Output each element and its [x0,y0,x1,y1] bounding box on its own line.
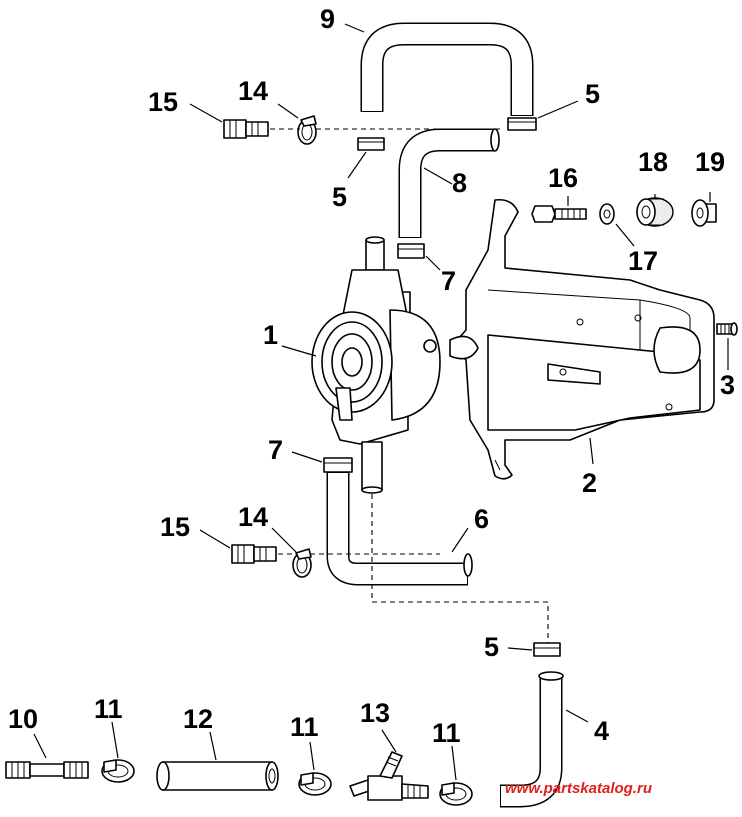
callout-5: 5 [585,79,600,109]
connector-10 [5,761,89,779]
callout-10: 10 [8,704,38,734]
clamp-11-left [101,759,135,783]
clip-5-upper-right [507,117,537,131]
callout-5: 5 [332,182,347,212]
watermark: www.partskatalog.ru [505,780,652,797]
clip-5-lower [533,642,561,657]
callout-14: 14 [238,502,268,532]
tee-fitting-13 [349,751,429,801]
callout-1: 1 [263,320,278,350]
callout-7: 7 [268,435,283,465]
callout-5: 5 [484,632,499,662]
hose-9 [360,22,534,116]
callout-labels: 9 5 15 14 5 8 16 18 19 17 7 1 3 2 7 6 15… [8,4,735,748]
screw-3 [716,322,738,336]
callout-17: 17 [628,246,658,276]
hose-6 [326,472,473,586]
clamp-11-right [439,782,473,806]
callout-11: 11 [290,712,319,742]
callout-12: 12 [183,704,213,734]
leader-lines [33,23,729,781]
routing-line [371,494,549,645]
callout-2: 2 [582,468,597,498]
callout-3: 3 [720,370,735,400]
bushing-19 [691,199,717,227]
callout-16: 16 [548,163,578,193]
clamp-11-middle [298,772,332,796]
callout-4: 4 [594,716,609,746]
pump-1 [311,236,441,494]
callout-18: 18 [638,147,668,177]
callout-19: 19 [695,147,725,177]
fitting-15-lower [231,544,277,564]
grommet-18 [636,197,674,227]
callout-6: 6 [474,504,489,534]
washer-17 [599,203,615,225]
callout-15: 15 [160,512,190,542]
callout-7: 7 [441,266,456,296]
callout-9: 9 [320,4,335,34]
callout-15: 15 [148,87,178,117]
hose-12 [156,761,279,791]
clip-7-upper [397,243,425,259]
hose-8 [398,128,500,238]
hose-4 [500,671,564,808]
clamp-14-lower [292,548,312,578]
bracket-2 [449,198,715,480]
clip-5-upper-left [357,137,385,151]
fitting-15-upper [223,119,269,139]
clip-7-lower [323,457,353,473]
clamp-14-upper [297,115,317,145]
callout-11: 11 [94,694,123,724]
callout-14: 14 [238,76,268,106]
callout-11: 11 [432,718,461,748]
bolt-16 [531,205,587,223]
callout-13: 13 [360,698,390,728]
callout-8: 8 [452,168,467,198]
